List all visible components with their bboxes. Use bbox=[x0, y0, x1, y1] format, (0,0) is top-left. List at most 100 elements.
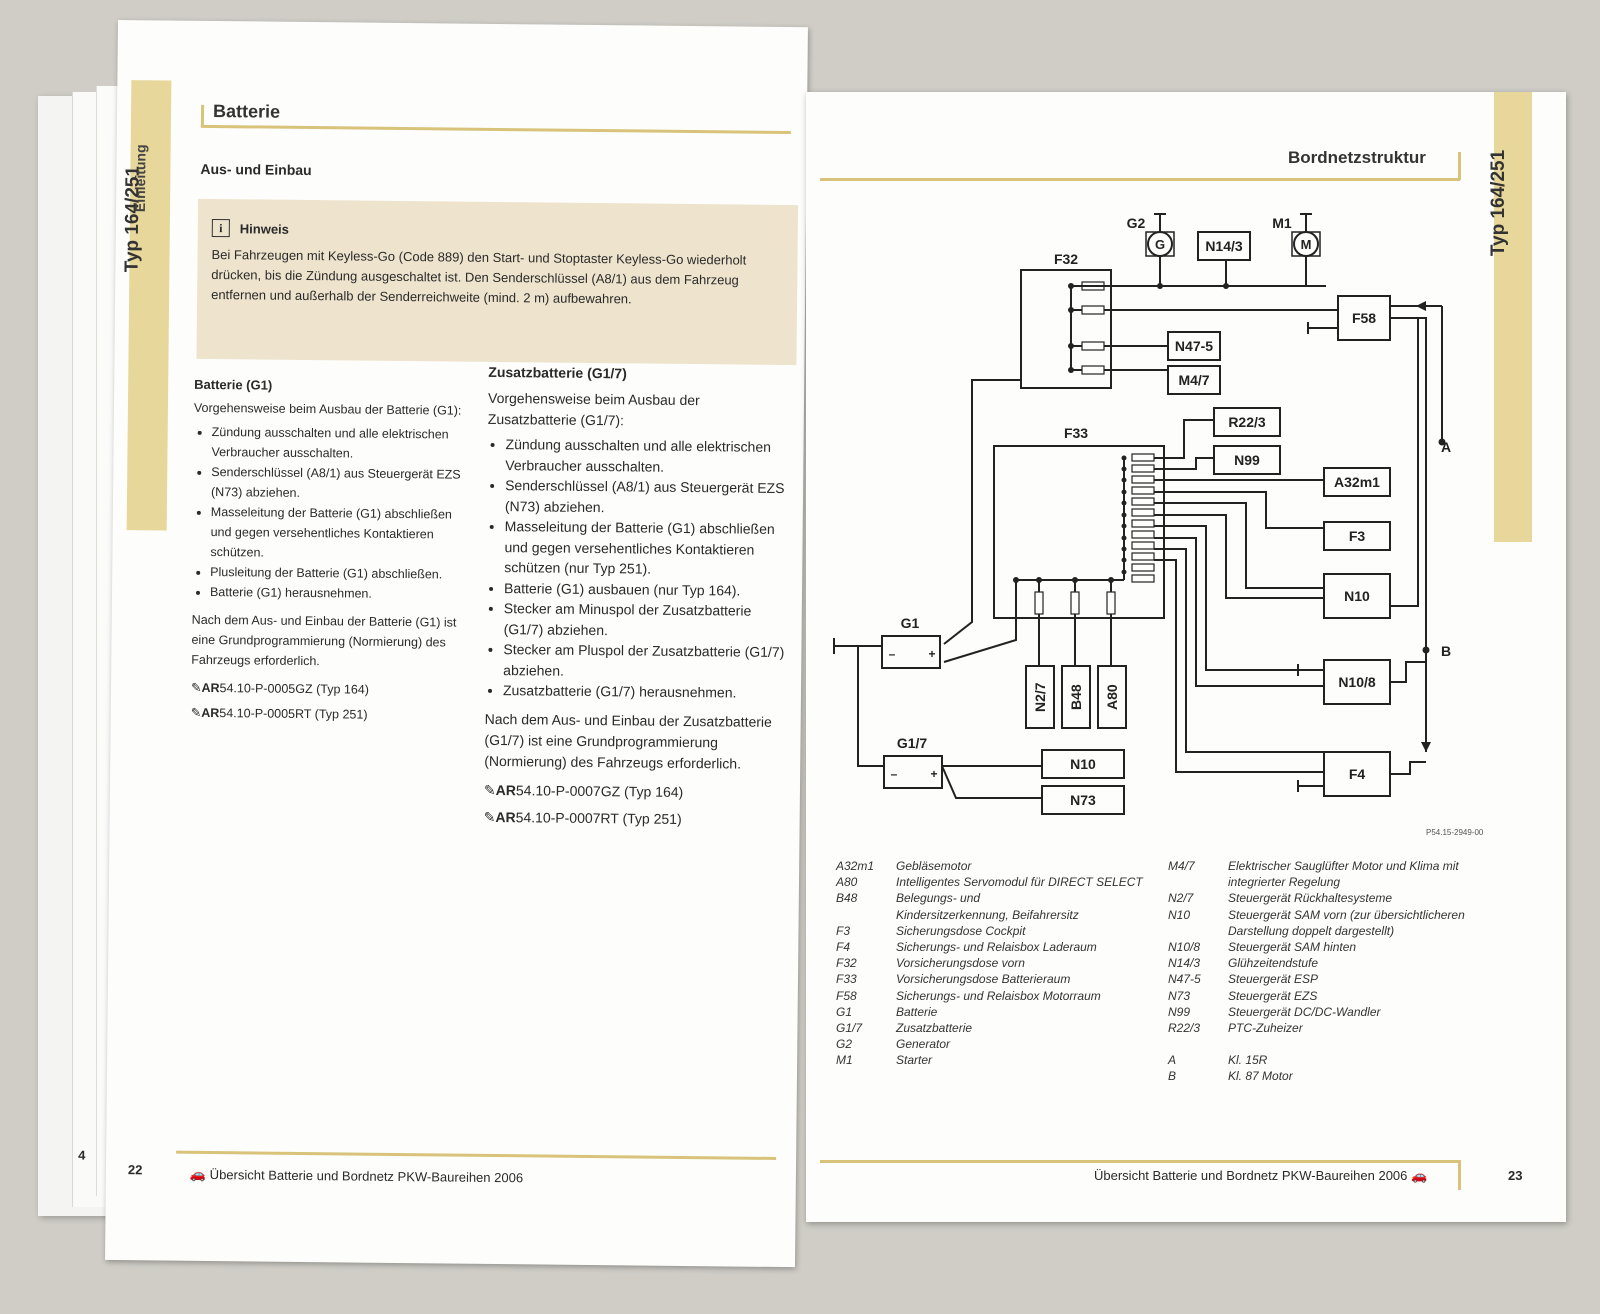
info-icon: i bbox=[211, 218, 230, 238]
label-n2-7: N2/7 bbox=[1032, 682, 1048, 712]
label-n14-3: N14/3 bbox=[1205, 238, 1243, 254]
label-n10-8: N10/8 bbox=[1338, 674, 1376, 690]
step-item: Stecker am Minuspol der Zusatzbatterie (… bbox=[504, 598, 786, 642]
step-item: Zündung ausschalten und alle elektrische… bbox=[211, 422, 473, 465]
step-item: Senderschlüssel (A8/1) aus Steuergerät E… bbox=[211, 462, 473, 505]
step-item: Senderschlüssel (A8/1) aus Steuergerät E… bbox=[505, 475, 787, 519]
title-rule bbox=[200, 124, 791, 135]
step-item: Masseleitung der Batterie (G1) abschließ… bbox=[210, 502, 473, 565]
battery-steps: Zündung ausschalten und alle elektrische… bbox=[192, 422, 474, 605]
step-item: Plusleitung der Batterie (G1) abschließe… bbox=[210, 562, 472, 585]
n2-7-box bbox=[1025, 665, 1055, 729]
page-number: 22 bbox=[127, 1162, 143, 1178]
footer-rule bbox=[176, 1150, 777, 1160]
label-m1: M1 bbox=[1272, 215, 1292, 231]
label-f33: F33 bbox=[1064, 425, 1088, 441]
a32m1-box bbox=[1323, 467, 1391, 497]
aux-battery-intro: Vorgehensweise beim Ausbau der Zusatzbat… bbox=[487, 389, 700, 429]
label-g2-symbol: G bbox=[1155, 237, 1165, 252]
step-item: Zusatzbatterie (G1/7) herausnehmen. bbox=[503, 680, 785, 703]
label-minus: – bbox=[889, 647, 896, 661]
n10-box bbox=[1323, 573, 1391, 619]
f33-box bbox=[993, 445, 1165, 619]
battery-heading: Batterie (G1) bbox=[194, 376, 273, 393]
n14-3-box bbox=[1197, 231, 1251, 261]
f3-box bbox=[1323, 521, 1391, 551]
left-page: Typ 164/251 Einleitung Batterie Aus- und… bbox=[78, 20, 808, 1268]
f32-box bbox=[1020, 269, 1112, 389]
label-n73: N73 bbox=[1070, 792, 1096, 808]
hinweis-box: i Hinweis Bei Fahrzeugen mit Keyless-Go … bbox=[196, 198, 799, 366]
step-item: Masseleitung der Batterie (G1) abschließ… bbox=[504, 516, 787, 580]
g1-7-battery bbox=[883, 755, 943, 789]
label-a32m1: A32m1 bbox=[1334, 474, 1380, 490]
page-title: Bordnetzstruktur bbox=[1288, 148, 1426, 167]
label-m1-symbol: M bbox=[1301, 237, 1312, 252]
battery-column: Batterie (G1) Vorgehensweise beim Ausbau… bbox=[191, 377, 475, 727]
page-title: Batterie bbox=[212, 101, 281, 122]
footer-text: Übersicht Batterie und Bordnetz PKW-Baur… bbox=[1094, 1168, 1428, 1183]
n99-box bbox=[1213, 445, 1281, 475]
wrench-icon: ✎ bbox=[483, 781, 496, 798]
b48-box bbox=[1061, 665, 1091, 729]
page-number: 23 bbox=[1508, 1168, 1523, 1183]
aux-battery-column: Zusatzbatterie (G1/7) Vorgehensweise bei… bbox=[484, 364, 789, 831]
label-f58: F58 bbox=[1352, 310, 1376, 326]
label-n10: N10 bbox=[1344, 588, 1370, 604]
battery-after: Nach dem Aus- und Einbau der Batterie (G… bbox=[191, 612, 457, 669]
label-plus: + bbox=[928, 647, 935, 661]
g1-battery bbox=[881, 635, 941, 669]
step-item: Stecker am Pluspol der Zusatzbatterie (G… bbox=[503, 639, 785, 683]
label-g1-7: G1/7 bbox=[897, 735, 928, 751]
ref-link[interactable]: ✎AR54.10-P-0007RT (Typ 251) bbox=[483, 808, 682, 827]
label-f3: F3 bbox=[1349, 528, 1366, 544]
step-item: Batterie (G1) ausbauen (nur Typ 164). bbox=[504, 578, 786, 601]
label-a: A bbox=[1441, 439, 1451, 455]
figure-code: P54.15-2949-00 bbox=[1426, 828, 1484, 837]
wiring-diagram: F32 G2 G N14/3 M1 M F58 N47-5 M4/7 F33 R… bbox=[833, 213, 1484, 837]
aux-battery-heading: Zusatzbatterie (G1/7) bbox=[488, 363, 627, 382]
aux-battery-after: Nach dem Aus- und Einbau der Zusatzbatte… bbox=[484, 710, 772, 772]
prev-tab-fragment: Einleitung bbox=[131, 144, 149, 213]
label-n47-5: N47-5 bbox=[1175, 338, 1213, 354]
step-item: Zündung ausschalten und alle elektrische… bbox=[505, 434, 787, 478]
ref-link[interactable]: ✎AR54.10-P-0005GZ (Typ 164) bbox=[190, 680, 370, 697]
ref-link[interactable]: ✎AR54.10-P-0005RT (Typ 251) bbox=[190, 705, 368, 722]
section-subtitle: Aus- und Einbau bbox=[200, 160, 312, 179]
label-b: B bbox=[1441, 643, 1451, 659]
car-icon: 🚗 bbox=[189, 1166, 207, 1182]
ref-link[interactable]: ✎AR54.10-P-0007GZ (Typ 164) bbox=[483, 781, 684, 800]
note-label: Hinweis bbox=[239, 220, 290, 237]
label-g1: G1 bbox=[901, 615, 920, 631]
title-rule bbox=[820, 178, 1460, 181]
label-n10-2: N10 bbox=[1070, 756, 1096, 772]
label-plus: + bbox=[930, 767, 937, 781]
n10-box-2 bbox=[1041, 749, 1125, 779]
aux-battery-steps: Zündung ausschalten und alle elektrische… bbox=[485, 434, 788, 704]
right-page: Typ 164/251 Bordnetzstruktur bbox=[806, 92, 1566, 1222]
label-n99: N99 bbox=[1234, 452, 1260, 468]
label-f32: F32 bbox=[1054, 251, 1078, 267]
label-b48: B48 bbox=[1068, 684, 1084, 710]
prev-page-number: 4 bbox=[78, 1147, 86, 1163]
n73-box bbox=[1041, 785, 1125, 815]
label-minus: – bbox=[891, 767, 898, 781]
